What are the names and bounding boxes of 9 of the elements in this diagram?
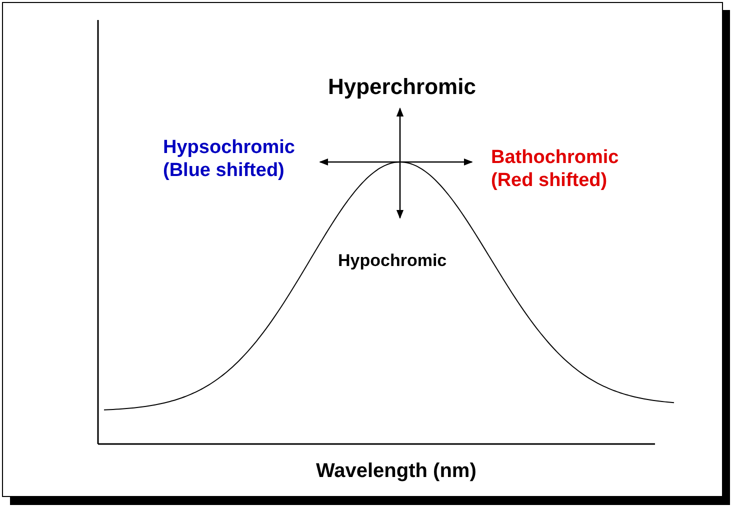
- annotation-label: Hypochromic: [338, 251, 448, 272]
- arrow: [400, 158, 473, 166]
- annotation-label: Hyperchromic: [328, 74, 477, 100]
- arrow: [319, 158, 400, 166]
- annotation-label: Bathochromic (Red shifted): [491, 147, 620, 193]
- axis-title: Wavelength (nm): [316, 459, 478, 483]
- arrow: [396, 108, 404, 162]
- arrow: [396, 162, 404, 219]
- annotation-label: Hypsochromic (Blue shifted): [163, 137, 296, 183]
